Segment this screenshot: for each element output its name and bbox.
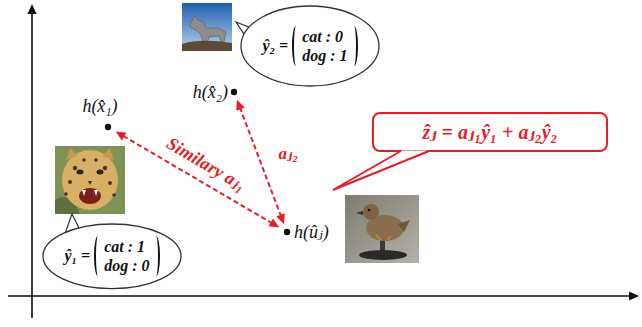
similarity-arrow xyxy=(236,100,284,224)
edge-label: aⱼ₂ xyxy=(279,144,299,164)
axes xyxy=(8,4,639,318)
vector-entries: cat : 1dog : 0 xyxy=(103,236,150,276)
formula-box: ẑⱼ = aⱼ₁ŷ₁ + aⱼ₂ŷ₂ xyxy=(372,112,608,152)
point-label: h(x̂₁) xyxy=(82,96,117,117)
ellipse-shape xyxy=(43,224,181,289)
arrowhead xyxy=(276,213,284,224)
right-paren xyxy=(350,26,358,66)
left-paren xyxy=(292,26,300,66)
edge-label: Similary aⱼ₁ xyxy=(163,134,250,197)
wolf-picture xyxy=(182,3,232,51)
label-ellipse: ŷ₁ = cat : 1dog : 0 xyxy=(42,223,182,290)
vector-name: ŷ₁ = xyxy=(64,246,90,265)
arrowhead xyxy=(236,100,244,111)
embedding-point: h(ûⱼ) xyxy=(282,227,292,237)
point-dot-circle xyxy=(231,89,237,95)
label-ellipse: ŷ₂ = cat : 0dog : 1 xyxy=(240,5,380,87)
ellipse-outline xyxy=(42,223,182,290)
point-dot-circle xyxy=(105,124,111,130)
vector-row: ŷ₁ = cat : 1dog : 0 xyxy=(64,236,159,276)
vector-entry: dog : 1 xyxy=(302,46,347,65)
embedding-point: h(x̂₂) xyxy=(229,87,239,97)
leopard-picture xyxy=(55,146,125,214)
embedding-point: h(x̂₁) xyxy=(103,122,113,132)
arrowhead xyxy=(269,219,280,228)
vector-entries: cat : 0dog : 1 xyxy=(301,26,348,66)
point-dot xyxy=(229,87,239,97)
vector-entry: cat : 0 xyxy=(302,27,347,46)
point-dot xyxy=(282,227,292,237)
callout-tails xyxy=(62,22,256,242)
vector-row: ŷ₂ = cat : 0dog : 1 xyxy=(262,26,357,66)
left-paren xyxy=(94,236,102,276)
point-dot-circle xyxy=(284,229,290,235)
vector-entry: cat : 1 xyxy=(104,237,149,256)
point-dot xyxy=(103,122,113,132)
formula-text: ẑⱼ = aⱼ₁ŷ₁ + aⱼ₂ŷ₂ xyxy=(422,120,557,144)
right-paren xyxy=(152,236,160,276)
arrowhead xyxy=(116,131,127,140)
bird-picture xyxy=(345,195,419,263)
ellipse-outline xyxy=(240,5,380,87)
dashed-line xyxy=(240,107,281,216)
vector-entry: dog : 0 xyxy=(104,256,149,275)
vector-name: ŷ₂ = xyxy=(262,36,288,55)
point-label: h(ûⱼ) xyxy=(294,222,329,243)
ellipse-shape xyxy=(241,6,379,86)
point-label: h(x̂₂) xyxy=(193,82,228,103)
